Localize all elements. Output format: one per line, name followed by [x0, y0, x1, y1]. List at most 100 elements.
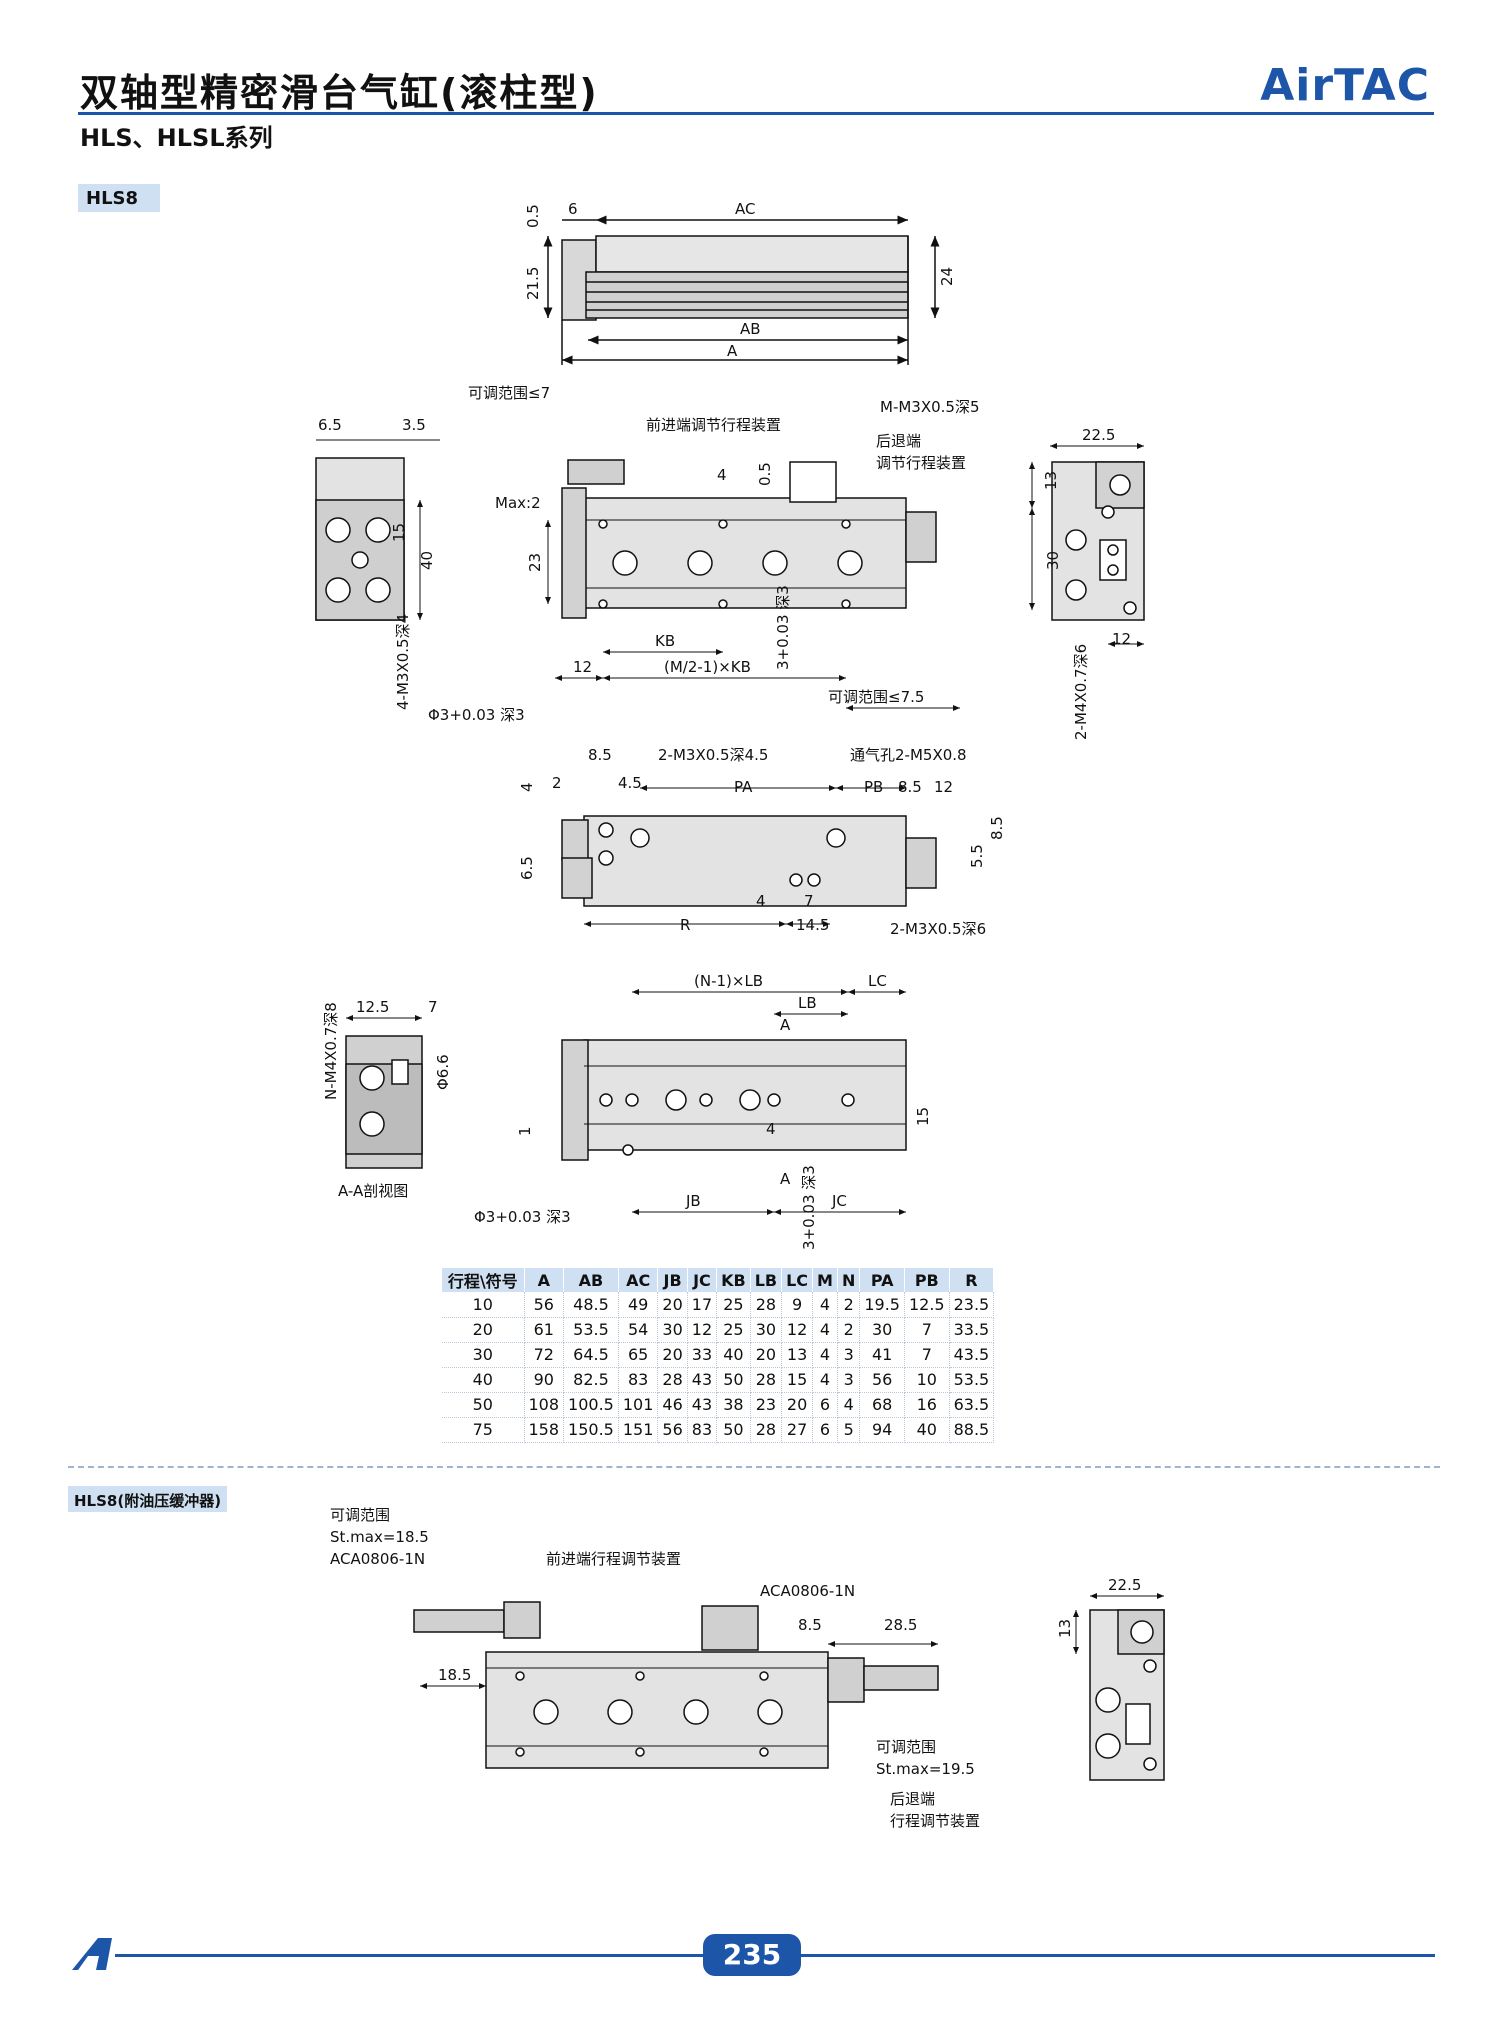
table-cell: 90 — [524, 1367, 565, 1393]
dim-22-5: 22.5 — [1082, 426, 1115, 444]
dim-5-5: 5.5 — [968, 844, 986, 868]
table-cell: 2 — [837, 1317, 861, 1343]
table-cell: 28 — [750, 1367, 783, 1393]
table-cell: 100.5 — [563, 1392, 619, 1418]
st-max-front: St.max=18.5 — [330, 1528, 429, 1546]
aca-rear: ACA0806-1N — [760, 1582, 855, 1600]
section-mark-a-bottom: A — [780, 1170, 791, 1188]
section-divider — [68, 1466, 1440, 1468]
dim-24: 24 — [938, 267, 956, 286]
dim-12-b: 12 — [934, 778, 953, 796]
table-cell: 7 — [904, 1317, 950, 1343]
table-cell: 101 — [618, 1392, 659, 1418]
table-cell: 28 — [750, 1417, 783, 1443]
dim-30: 30 — [1044, 551, 1062, 570]
table-cell: 151 — [618, 1417, 659, 1443]
table-cell: 5 — [837, 1417, 861, 1443]
col-header: R — [949, 1268, 995, 1292]
section-aa-label: A-A剖视图 — [338, 1182, 408, 1200]
dim-23: 23 — [526, 553, 544, 572]
table-cell: 30 — [859, 1317, 905, 1343]
dim-a: A — [727, 342, 738, 360]
table-cell: 49 — [618, 1292, 659, 1318]
dim-8-5-c: 8.5 — [988, 816, 1006, 840]
col-header: KB — [716, 1268, 751, 1292]
table-cell: 43 — [687, 1392, 718, 1418]
header-rule — [78, 112, 1434, 115]
col-header: PB — [904, 1268, 950, 1292]
table-cell: 10 — [442, 1292, 525, 1318]
table-cell: 65 — [618, 1342, 659, 1368]
m-thread: M-M3X0.5深5 — [880, 398, 980, 416]
table-cell: 48.5 — [563, 1292, 619, 1318]
dim-n-lb: (N-1)×LB — [694, 972, 763, 990]
table-cell: 54 — [618, 1317, 659, 1343]
series-subtitle: HLS、HLSL系列 — [80, 124, 273, 152]
table-cell: 41 — [859, 1342, 905, 1368]
table-cell: 61 — [524, 1317, 565, 1343]
table-cell: 10 — [904, 1367, 950, 1393]
table-cell: 30 — [750, 1317, 783, 1343]
side-view — [543, 215, 940, 365]
max-2: Max:2 — [495, 494, 541, 512]
section-aa-view — [345, 1015, 423, 1169]
bottom-view — [561, 785, 937, 927]
st-max-rear: St.max=19.5 — [876, 1760, 975, 1778]
col-header: PA — [859, 1268, 905, 1292]
table-cell: 56 — [859, 1367, 905, 1393]
table-cell: 50 — [716, 1367, 751, 1393]
section-mark-a-top: A — [780, 1016, 791, 1034]
adj-range-front: 可调范围 — [330, 1506, 390, 1524]
dim-12-5: 12.5 — [356, 998, 389, 1016]
table-cell: 3 — [837, 1342, 861, 1368]
table-cell: 50 — [716, 1417, 751, 1443]
dim-ab: AB — [740, 320, 761, 338]
table-cell: 33.5 — [949, 1317, 995, 1343]
dim-0-5-top: 0.5 — [756, 462, 774, 486]
buffer-side-view — [413, 1601, 939, 1769]
table-cell: 40 — [716, 1342, 751, 1368]
dim-lc: LC — [868, 972, 887, 990]
table-cell: 4 — [812, 1342, 838, 1368]
dim-jc: JC — [831, 1192, 847, 1210]
front-adjuster: 前进端调节行程装置 — [646, 416, 781, 434]
dim-6-5: 6.5 — [318, 416, 342, 434]
table-cell: 2 — [837, 1292, 861, 1318]
dim-13: 13 — [1042, 471, 1060, 490]
table-cell: 30 — [442, 1342, 525, 1368]
m3-4-5-thread: 2-M3X0.5深4.5 — [658, 746, 768, 764]
left-end-view — [315, 439, 440, 621]
m3-6-thread: 2-M3X0.5深6 — [890, 920, 986, 938]
table-cell: 20 — [442, 1317, 525, 1343]
dim-4-5: 4.5 — [618, 774, 642, 792]
dim-8-5-b: 8.5 — [898, 778, 922, 796]
col-header: AB — [563, 1268, 619, 1292]
table-cell: 150.5 — [563, 1417, 619, 1443]
dim-40: 40 — [418, 551, 436, 570]
dim-15: 15 — [390, 523, 408, 542]
dim-4-top: 4 — [717, 466, 727, 484]
table-cell: 20 — [657, 1292, 688, 1318]
table-cell: 56 — [657, 1417, 688, 1443]
dim-3-tol: 3+0.03 深3 — [774, 585, 792, 670]
table-cell: 6 — [812, 1417, 838, 1443]
n-m4-thread: N-M4X0.7深8 — [322, 1002, 340, 1100]
table-cell: 75 — [442, 1417, 525, 1443]
top-view — [545, 459, 960, 711]
table-cell: 12 — [687, 1317, 718, 1343]
adj-range-7: 可调范围≤7 — [468, 384, 550, 402]
col-header: N — [837, 1268, 861, 1292]
page-number: 235 — [703, 1934, 801, 1976]
table-cell: 13 — [781, 1342, 814, 1368]
front-adjuster-2: 前进端行程调节装置 — [546, 1550, 681, 1568]
dim-4-front: 4 — [766, 1120, 776, 1138]
dim-15-front: 15 — [914, 1107, 932, 1126]
table-cell: 158 — [524, 1417, 565, 1443]
table-cell: 40 — [442, 1367, 525, 1393]
dim-14-5: 14.5 — [796, 916, 829, 934]
table-cell: 20 — [657, 1342, 688, 1368]
